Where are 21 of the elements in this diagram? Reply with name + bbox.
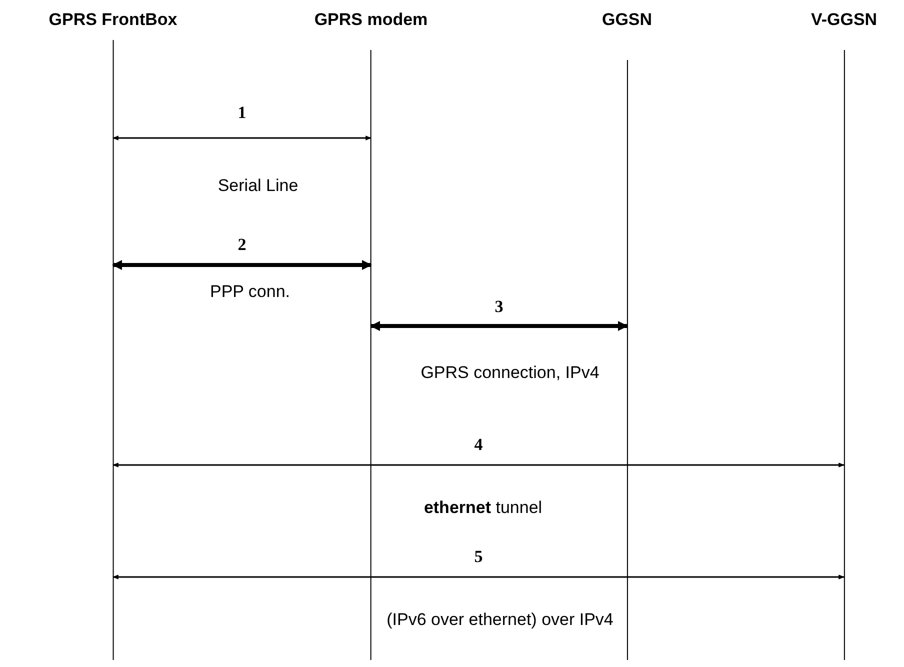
step-number: 4 [474,435,483,455]
step-number: 2 [238,235,246,255]
participant-label: GPRS FrontBox [48,10,178,30]
double-arrow [112,260,372,270]
double-arrow [112,574,845,580]
connection-label: PPP conn. [210,282,290,302]
participant-label: GGSN [602,10,652,30]
step-number: 5 [474,547,483,567]
connection-label: ethernet tunnel [424,498,542,518]
participant-label: V-GGSN [810,10,878,30]
double-arrow [112,136,372,140]
step-number: 1 [238,103,246,123]
step-number: 3 [494,297,504,317]
connection-label: (IPv6 over ethernet) over IPv4 [386,610,614,630]
double-arrow [370,321,628,331]
participant-lifeline [48,10,178,660]
double-arrow [112,462,845,468]
connection-label: Serial Line [218,176,298,196]
connection-label: GPRS connection, IPv4 [420,363,600,383]
participant-lifeline [810,10,878,660]
participant-label: GPRS modem [314,10,428,30]
